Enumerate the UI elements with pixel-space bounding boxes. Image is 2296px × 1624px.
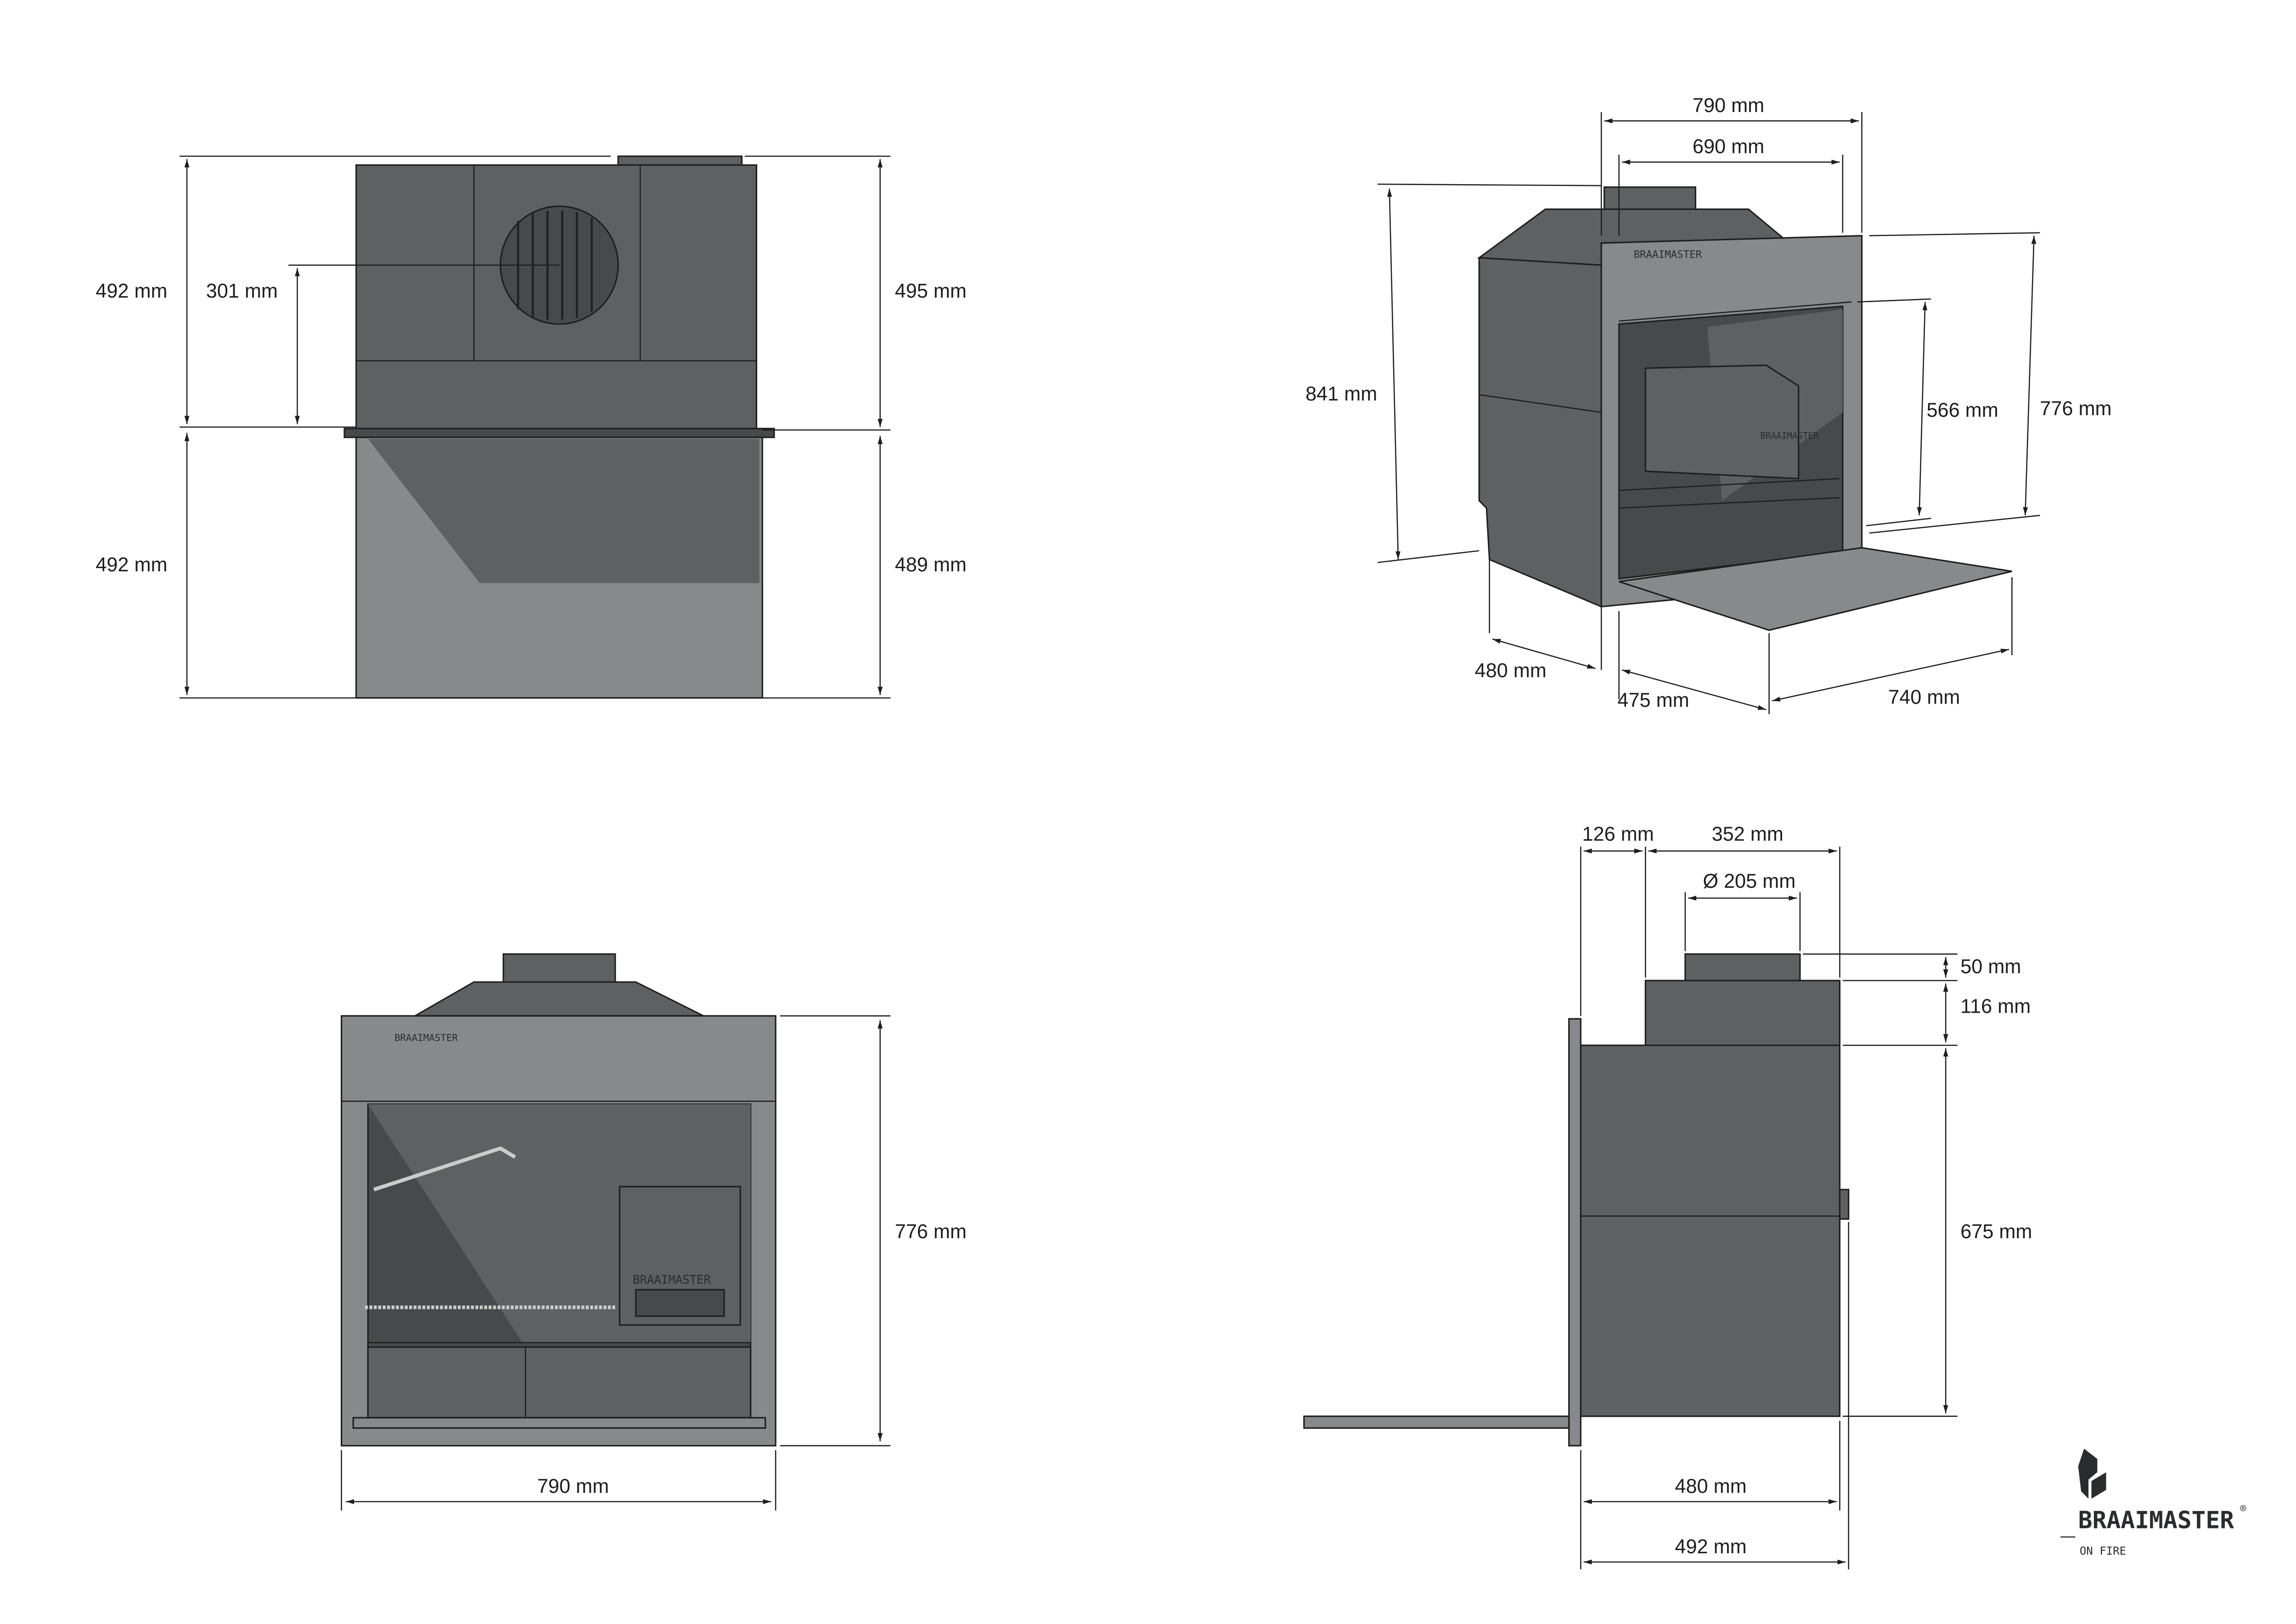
dim-total-height: 841 mm [1306,383,1377,405]
dim-body-depth: 480 mm [1675,1475,1746,1497]
dim-inner-width: 690 mm [1693,136,1764,158]
dim-door-depth: 475 mm [1617,689,1689,711]
dim-body-height: 675 mm [1960,1221,2032,1243]
dim-height-lower: 492 mm [96,554,167,576]
dim-chimney-offset: 301 mm [206,280,278,302]
dim-height-upper: 492 mm [96,280,167,302]
dim-outer-width: 790 mm [1693,95,1764,117]
drop-door-side [1303,1415,1570,1429]
dim-opening-height: 566 mm [1927,399,1998,421]
dim-front-height: 776 mm [2040,398,2111,420]
registered-mark: ® [2240,1503,2246,1515]
flame-icon [2078,1449,2098,1499]
dim-chimney-height: 50 mm [1960,956,2021,978]
side-body [1580,1044,1841,1417]
dim-hood-depth: 352 mm [1712,823,1784,846]
brand-tagline: ON FIRE [2080,1545,2126,1557]
side-wall [1478,257,1602,608]
dim-front-width: 790 mm [537,1475,609,1497]
panel-brand-text: BRAAIMASTER [1634,248,1702,260]
dim-hood-height: 116 mm [1960,996,2031,1018]
dim-depth-upper: 495 mm [895,280,967,302]
fire-basket [1644,364,1800,479]
perspective-view: BRAAIMASTER BRAAIMASTER 790 mm 690 mm 84… [1306,95,2112,714]
dim-door-width: 740 mm [1888,686,1960,708]
dim-chimney-diameter: Ø 205 mm [1703,870,1795,892]
panel-brand-text: BRAAIMASTER [394,1032,458,1043]
drop-door [1619,547,2012,631]
dim-depth: 480 mm [1475,660,1547,682]
top-view: 492 mm 301 mm 495 mm 492 mm 489 mm [96,155,967,699]
dim-depth-lower: 489 mm [895,554,967,576]
front-view: BRAAIMASTER BRAAIMASTER 776 mm 790 mm [340,953,967,1511]
side-view: 126 mm 352 mm Ø 205 mm 50 mm 116 mm 675 … [1303,823,2032,1570]
dim-flange-offset: 126 mm [1582,823,1654,846]
brand-logo: BRAAIMASTER ® ON FIRE [2060,1449,2246,1557]
basket-brand-text: BRAAIMASTER [1760,431,1819,441]
brand-name: BRAAIMASTER [2078,1506,2234,1534]
basket-brand-text: BRAAIMASTER [633,1273,711,1287]
dim-front-height: 776 mm [895,1221,967,1243]
dim-total-depth: 492 mm [1675,1536,1746,1558]
